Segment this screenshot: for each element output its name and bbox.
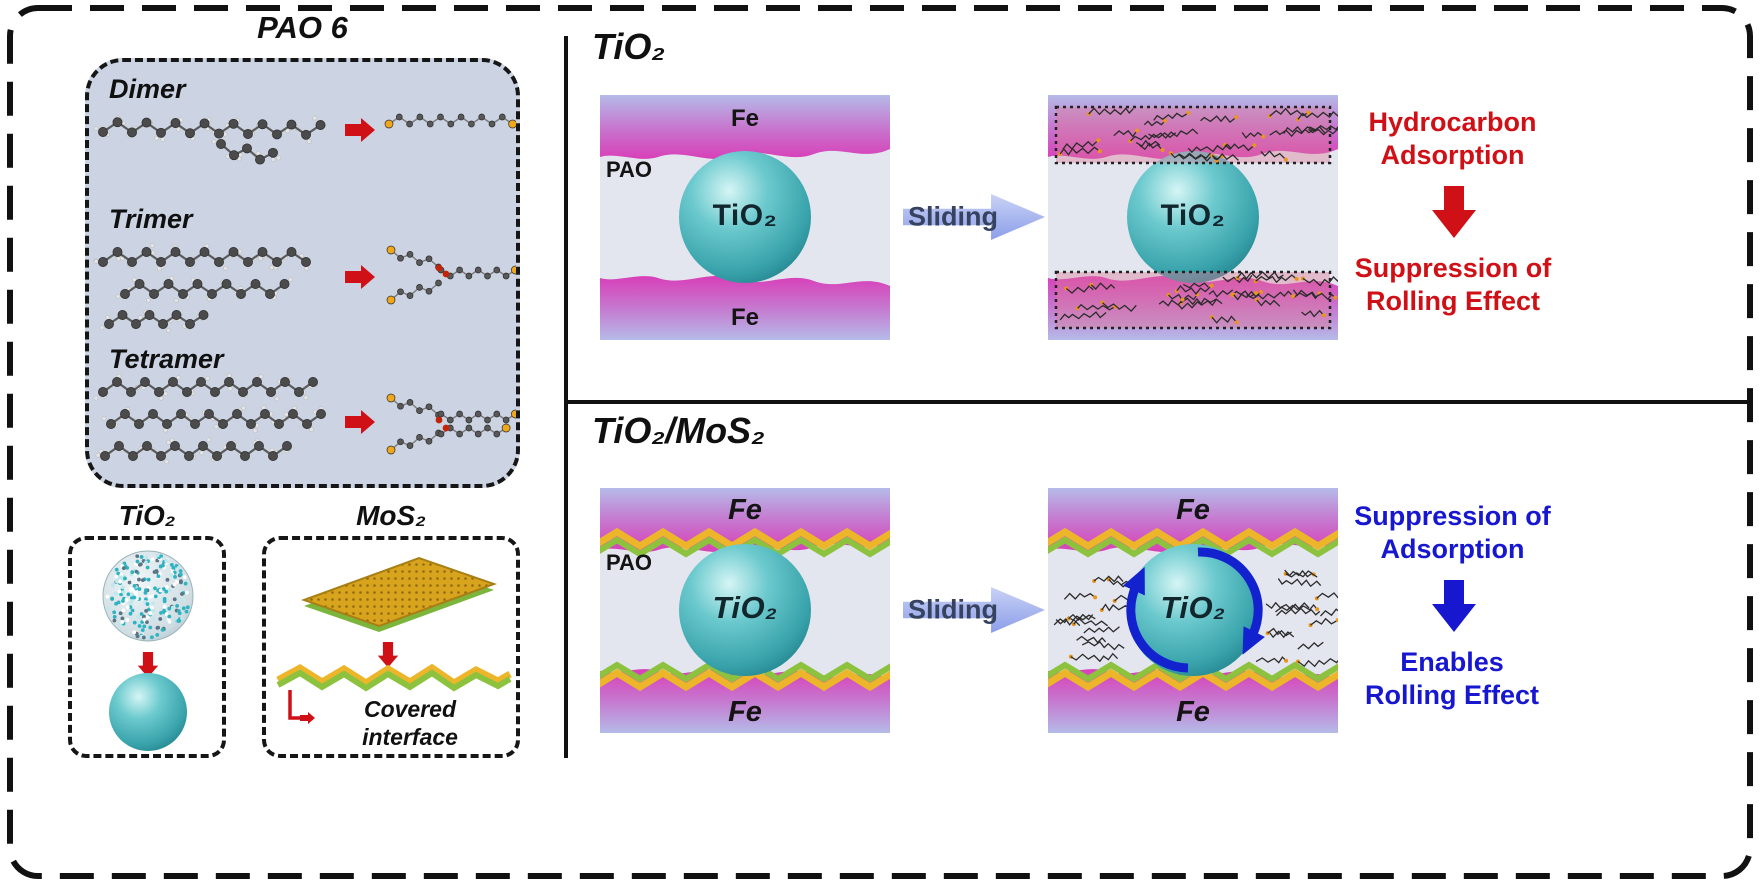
sliding-arrow: Sliding: [903, 194, 1045, 240]
tio2-nanoparticle-graphic: [102, 550, 194, 751]
annotation-cause: Suppression of Adsorption: [1354, 501, 1551, 564]
sliding-label: Sliding: [908, 201, 998, 232]
trimer-label: Trimer: [109, 204, 193, 234]
annotation-effect: Enables Rolling Effect: [1365, 647, 1539, 710]
pao6-molecule-box: Dimer Trimer Tetramer: [85, 58, 520, 488]
tio2-particle-label: TiO₂: [1160, 199, 1226, 232]
sliding-arrow: Sliding: [903, 587, 1045, 633]
annotation-cause: Hydrocarbon Adsorption: [1368, 107, 1537, 170]
mos2-box: Covered interface: [262, 536, 520, 758]
combo-section-title: TiO₂/MoS₂: [592, 410, 765, 451]
combo-after-diagram: Fe TiO₂ Fe: [1048, 488, 1338, 733]
fe-bottom-label: Fe: [728, 696, 762, 728]
tio2-before-diagram: Fe PAO TiO₂ Fe: [600, 95, 890, 340]
pao-label: PAO: [606, 550, 653, 575]
down-arrow-icon: [1432, 186, 1476, 238]
friction-diagram-graphic: [600, 488, 890, 733]
covered-interface-label: Covered interface: [362, 696, 458, 750]
combo-before-diagram: Fe PAO TiO₂ Fe: [600, 488, 890, 733]
tio2-box-title: TiO₂: [118, 500, 176, 531]
sliding-label: Sliding: [908, 594, 998, 625]
annotation-effect: Suppression of Rolling Effect: [1354, 253, 1552, 316]
fe-top-label: Fe: [1176, 494, 1210, 526]
tio2-particle-label: TiO₂: [1160, 590, 1226, 625]
molecule-structures: [93, 113, 516, 465]
tio2-particle-label: TiO₂: [712, 590, 778, 625]
tio2-after-diagram: TiO₂: [1048, 95, 1338, 340]
tio2-section-title: TiO₂: [592, 26, 666, 67]
dimer-label: Dimer: [109, 74, 186, 104]
pao6-title: PAO 6: [257, 10, 348, 45]
pao-label: PAO: [606, 157, 653, 182]
fe-top-label: Fe: [728, 494, 762, 526]
friction-diagram-graphic: [600, 95, 890, 340]
tio2-nanoparticle-box: [68, 536, 226, 758]
fe-bottom-label: Fe: [730, 304, 759, 331]
friction-diagram-graphic: [1048, 95, 1338, 340]
friction-diagram-graphic: [1048, 488, 1338, 733]
fe-bottom-label: Fe: [1176, 696, 1210, 728]
mos2-sheet-graphic: [276, 556, 512, 724]
mos2-box-title: MoS₂: [356, 500, 426, 531]
tetramer-label: Tetramer: [109, 344, 224, 374]
down-arrow-icon: [1432, 580, 1476, 632]
tio2-particle-label: TiO₂: [712, 199, 778, 232]
fe-top-label: Fe: [730, 105, 759, 132]
